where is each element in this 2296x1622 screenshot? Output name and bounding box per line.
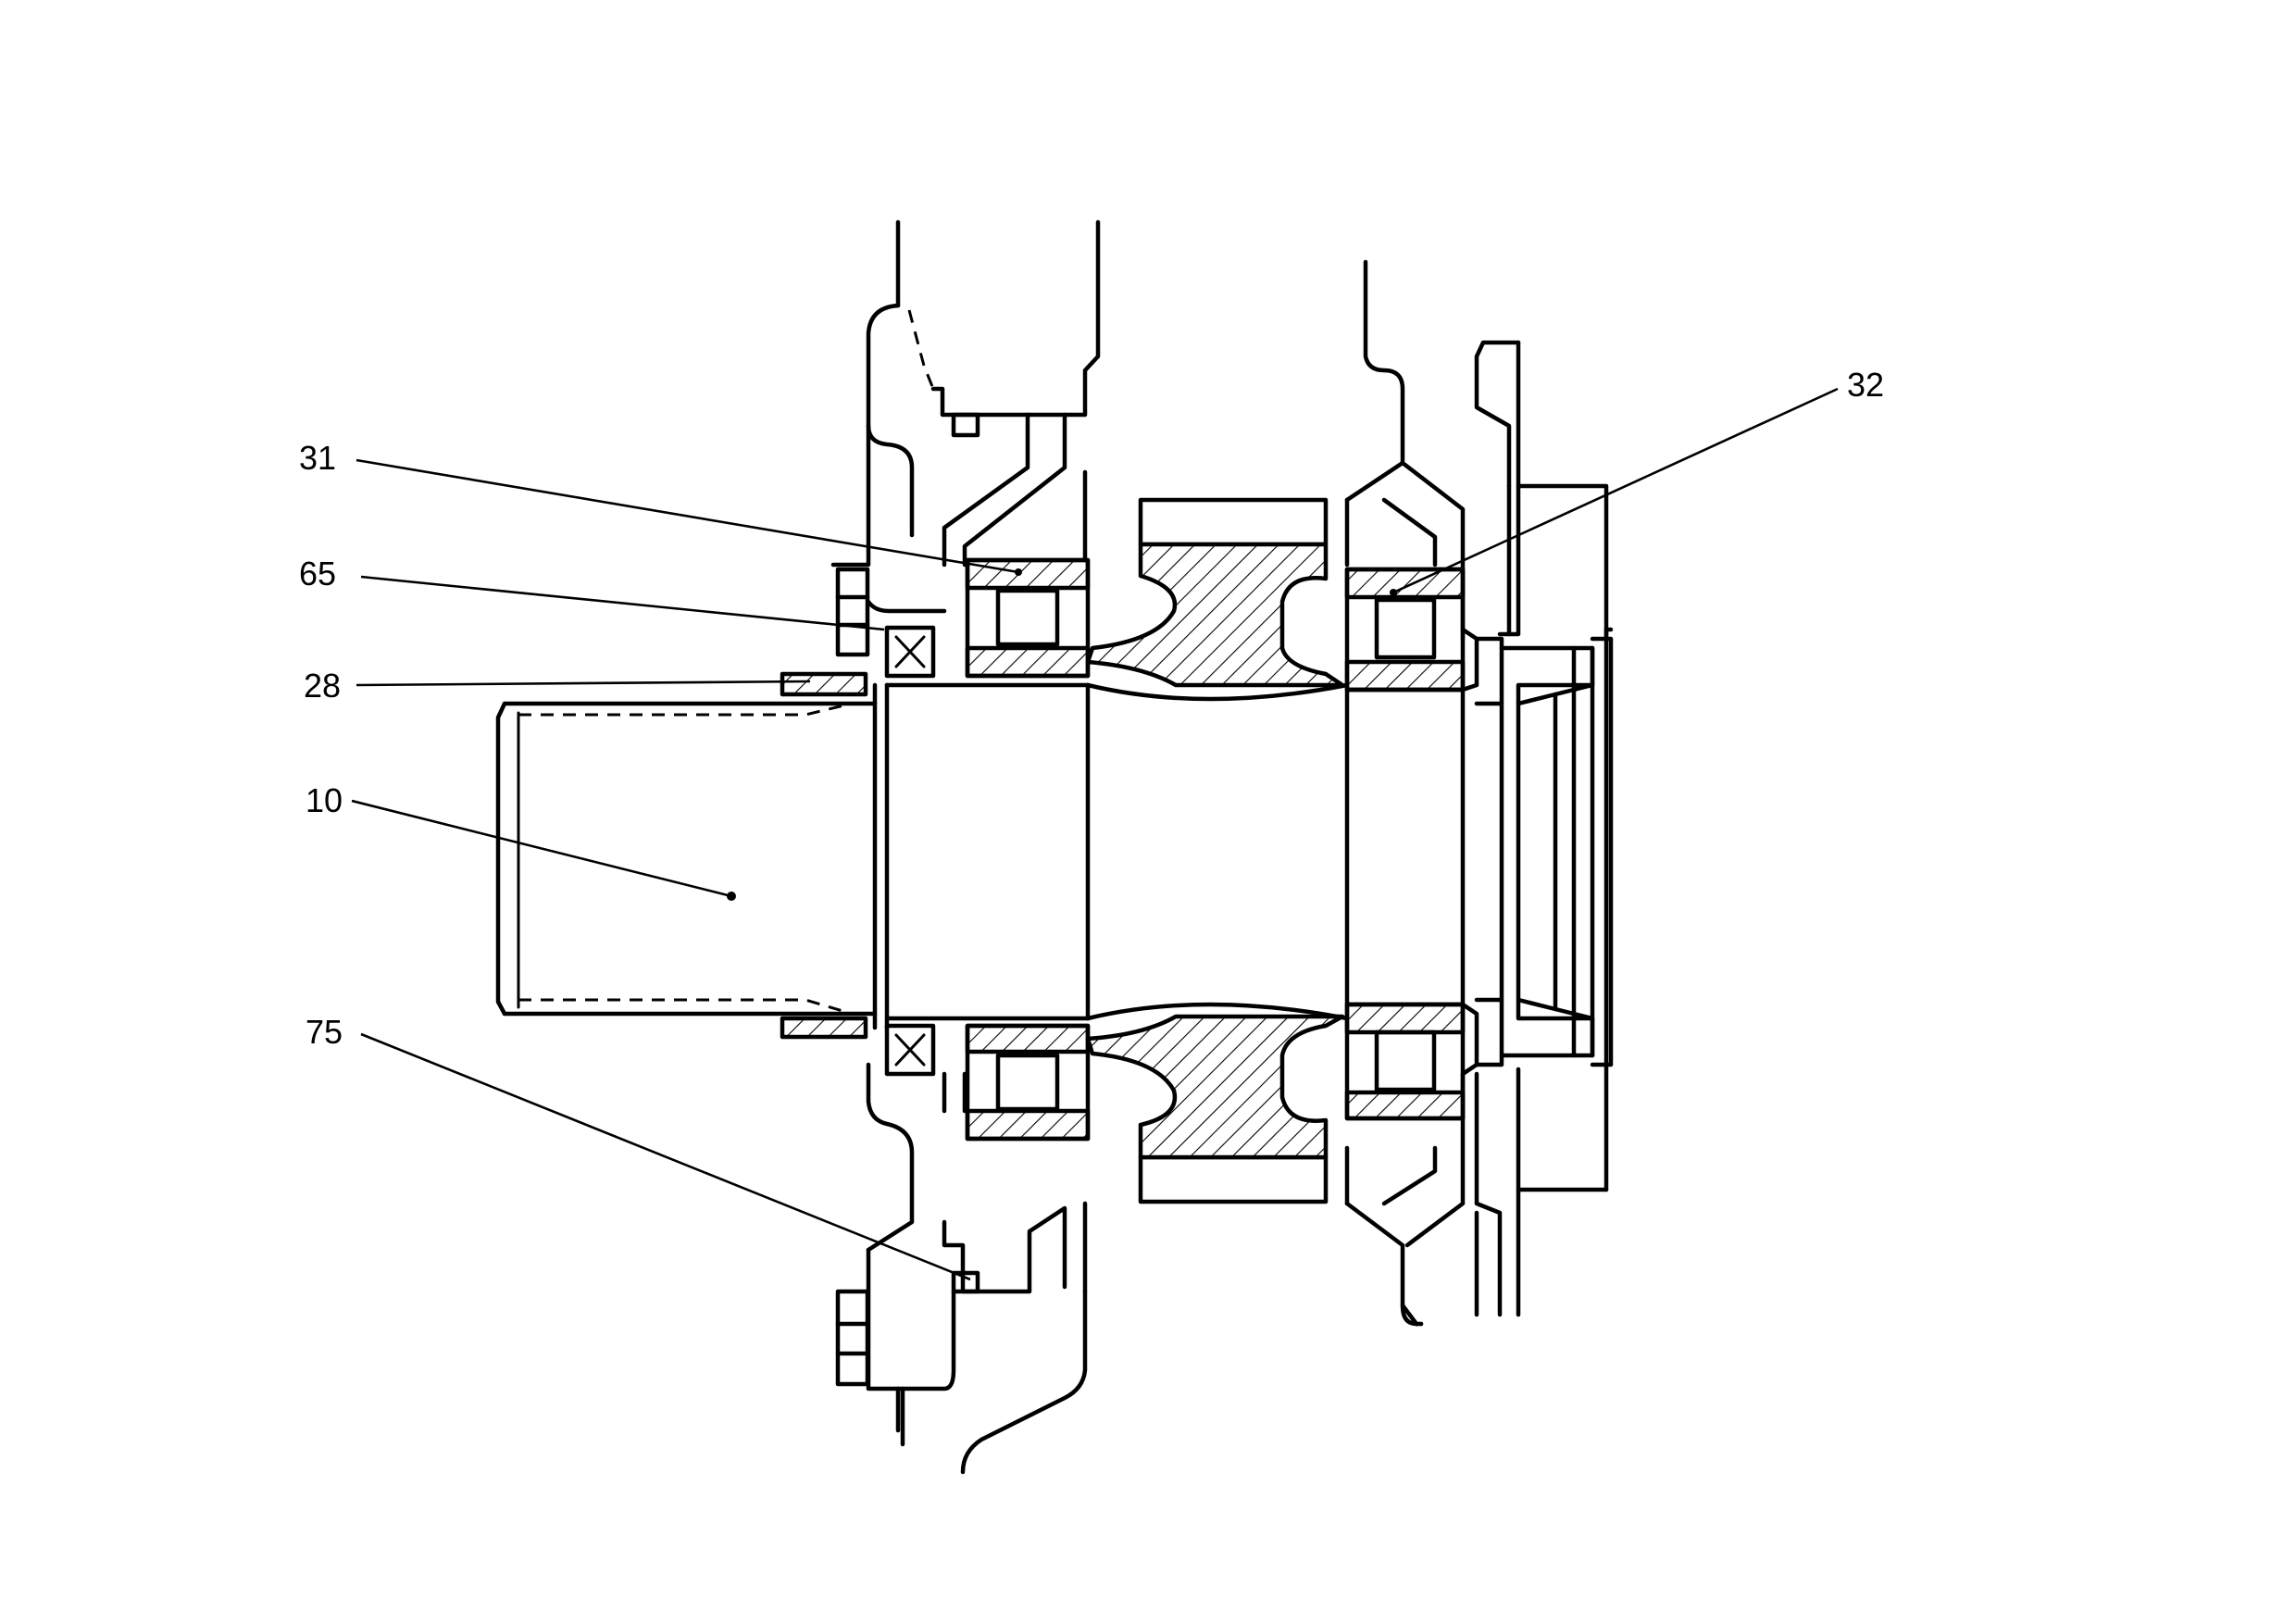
label-31: 31 xyxy=(299,439,336,477)
bolt-top xyxy=(835,567,870,657)
reference-labels: 31 65 28 10 75 32 xyxy=(299,366,1884,1051)
label-32: 32 xyxy=(1847,366,1884,404)
right-housing xyxy=(1344,259,1466,1327)
gear-hub xyxy=(1085,497,1350,1204)
end-cap xyxy=(1460,340,1614,1317)
label-75: 75 xyxy=(306,1013,343,1051)
spacer-sleeve-28 xyxy=(780,671,868,1040)
leader-lines xyxy=(351,387,1839,1281)
bearing-32 xyxy=(1344,567,1466,1121)
bolt-bottom xyxy=(835,1289,870,1387)
bearing-31 xyxy=(965,557,1091,1142)
seal-65 xyxy=(884,625,936,1077)
label-10: 10 xyxy=(306,781,343,819)
label-65: 65 xyxy=(299,555,336,593)
shaft xyxy=(495,682,1091,1030)
label-28: 28 xyxy=(304,667,341,705)
left-housing xyxy=(830,219,1101,1475)
